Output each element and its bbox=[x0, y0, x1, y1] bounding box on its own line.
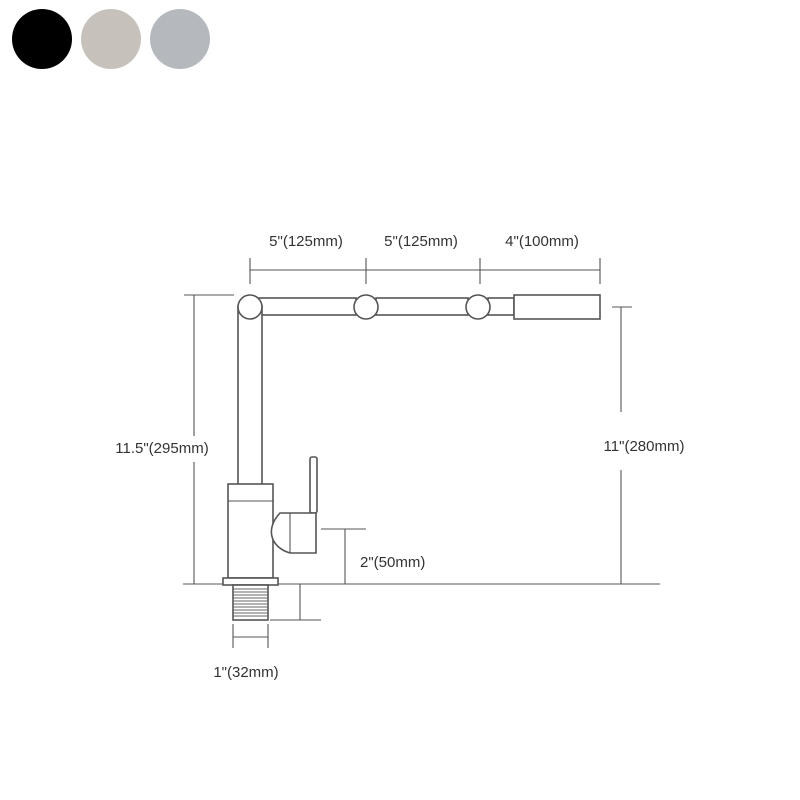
handle-height-dimension bbox=[321, 528, 366, 584]
arm-segment-2-label: 5"(125mm) bbox=[384, 233, 458, 250]
shank-diameter-dimension bbox=[232, 624, 269, 648]
shank-depth-dimension bbox=[270, 584, 321, 621]
arm-segment-3 bbox=[487, 297, 515, 316]
arm-segment-1 bbox=[249, 297, 357, 316]
arm-segment-3-label: 4"(100mm) bbox=[505, 233, 579, 250]
arm-segment-2 bbox=[375, 297, 469, 316]
threaded-shank bbox=[232, 584, 269, 621]
total-height-dimension bbox=[184, 294, 234, 584]
vertical-pipe bbox=[237, 305, 263, 487]
lever-handle bbox=[309, 456, 318, 514]
base-flange bbox=[222, 577, 279, 586]
spout-height-label: 11"(280mm) bbox=[604, 438, 685, 455]
spout-head bbox=[513, 294, 601, 320]
swatch-black[interactable] bbox=[12, 9, 72, 69]
top-dimension bbox=[249, 258, 601, 284]
shank-threads bbox=[233, 588, 268, 617]
valve-body bbox=[227, 483, 274, 579]
shank-diameter-label: 1"(32mm) bbox=[213, 664, 278, 681]
handle-cartridge bbox=[270, 512, 317, 554]
joint-top bbox=[237, 294, 263, 320]
joint-middle bbox=[353, 294, 379, 320]
total-height-label: 11.5"(295mm) bbox=[115, 440, 208, 457]
arm-segment-1-label: 5"(125mm) bbox=[269, 233, 343, 250]
handle-height-label: 2"(50mm) bbox=[360, 554, 425, 571]
faucet-drawing bbox=[222, 294, 601, 621]
swatch-beige-gray[interactable] bbox=[81, 9, 141, 69]
joint-end bbox=[465, 294, 491, 320]
spout-height-dimension bbox=[612, 306, 632, 584]
swatch-silver-gray[interactable] bbox=[150, 9, 210, 69]
